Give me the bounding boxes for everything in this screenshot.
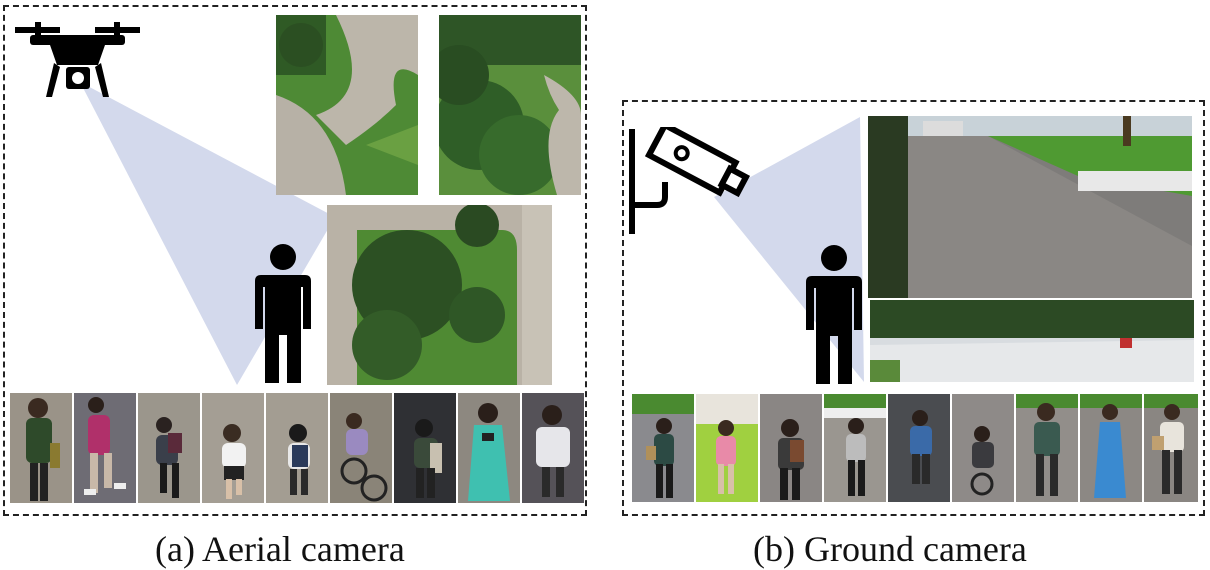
aerial-person-crop: [202, 393, 264, 503]
ground-photo-2: [870, 300, 1194, 382]
ground-person-crop: [696, 394, 758, 502]
aerial-photo-1: [276, 15, 418, 195]
ground-person-crop: [1144, 394, 1198, 502]
ground-camera-panel: [622, 100, 1205, 516]
aerial-person-crop: [330, 393, 392, 503]
aerial-person-crop: [458, 393, 520, 503]
aerial-photo-2: [439, 15, 581, 195]
ground-caption: (b) Ground camera: [753, 529, 1027, 569]
drone-icon: [15, 22, 140, 97]
ground-person-crop: [632, 394, 694, 502]
ground-person-crop: [952, 394, 1014, 502]
aerial-person-crop: [522, 393, 584, 503]
ground-person-crop: [760, 394, 822, 502]
aerial-person-crop: [74, 393, 136, 503]
person-icon: [806, 245, 862, 384]
ground-photo-1: [868, 116, 1192, 298]
ground-person-crop: [1016, 394, 1078, 502]
aerial-person-crop: [138, 393, 200, 503]
ground-person-crop: [1080, 394, 1142, 502]
aerial-photo-3: [327, 205, 552, 385]
aerial-person-crop: [394, 393, 456, 503]
aerial-camera-panel: [3, 5, 587, 516]
person-icon: [255, 244, 311, 383]
cctv-camera-icon: [629, 127, 751, 234]
ground-person-crop: [888, 394, 950, 502]
ground-person-crop: [824, 394, 886, 502]
aerial-person-crop: [266, 393, 328, 503]
aerial-person-crop: [10, 393, 72, 503]
aerial-caption: (a) Aerial camera: [155, 529, 405, 569]
